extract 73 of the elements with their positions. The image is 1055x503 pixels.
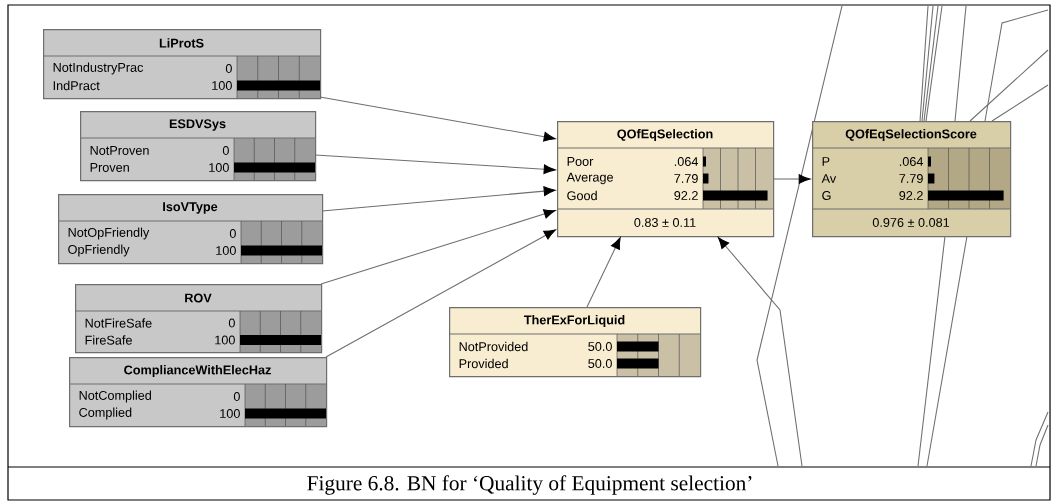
- state-value: 92.2: [674, 191, 698, 200]
- state-value: 50.0: [588, 359, 612, 368]
- state-value: 0: [229, 229, 236, 238]
- connector-line: [921, 5, 934, 122]
- arrow: [772, 174, 811, 184]
- state-name: FireSafe: [85, 335, 132, 345]
- state-name: Poor: [567, 157, 594, 166]
- state-value: 92.2: [899, 191, 923, 200]
- state-value: 0: [233, 392, 240, 401]
- arrow: [586, 237, 621, 308]
- state-name: OpFriendly: [68, 244, 130, 257]
- state-value: 7.79: [899, 174, 923, 183]
- state-name: NotOpFriendly: [68, 227, 150, 240]
- state-value: 100: [220, 409, 240, 418]
- state-value: 0: [228, 318, 235, 328]
- network-node: [79, 111, 317, 182]
- connector-line: [991, 84, 1049, 122]
- state-name: Complied: [79, 407, 132, 420]
- connector-line: [926, 235, 968, 467]
- arrow: [319, 96, 556, 142]
- connector-line: [919, 5, 929, 122]
- state-value: 100: [216, 246, 236, 255]
- state-name: NotFireSafe: [85, 318, 152, 328]
- state-value: 50.0: [588, 342, 612, 351]
- node-title: LiProtS: [159, 38, 204, 48]
- state-name: NotIndustryPrac: [53, 62, 144, 75]
- state-name: Av: [821, 174, 837, 183]
- node-title: IsoVType: [163, 202, 218, 214]
- state-name: NotProvided: [459, 341, 528, 352]
- network-node: [42, 29, 322, 100]
- arrow: [314, 154, 556, 175]
- state-name: P: [822, 157, 830, 166]
- state-name: Provided: [459, 358, 508, 369]
- state-value: 100: [212, 81, 232, 90]
- network-node: [74, 284, 323, 354]
- node-title: QOfEqSelection: [617, 129, 713, 141]
- node-title: QOfEqSelectionScore: [845, 129, 977, 141]
- arrow: [321, 186, 556, 212]
- state-value: 7.79: [674, 174, 698, 183]
- network-node: [448, 307, 702, 378]
- arrow: [717, 237, 803, 467]
- caption: Figure 6.8. BN for ‘Quality of Equipment selection’: [307, 475, 752, 495]
- connector-line: [954, 5, 967, 122]
- state-name: IndPract: [53, 80, 100, 91]
- node-title: ESDVSys: [169, 119, 226, 131]
- state-name: Proven: [90, 163, 129, 172]
- state-value: 0: [222, 146, 229, 155]
- node-title: ComplianceWithElecHaz: [124, 365, 271, 377]
- network-node: [68, 357, 328, 428]
- expected-value: 0.976 ± 0.081: [872, 218, 950, 227]
- network-node: [811, 121, 1012, 238]
- state-value: 100: [209, 163, 229, 172]
- state-value: 0: [225, 64, 232, 73]
- connector-line: [925, 5, 943, 122]
- arrow: [325, 229, 556, 358]
- connector-line: [984, 9, 1049, 122]
- connector-line: [917, 235, 946, 467]
- connector-line: [969, 49, 1049, 122]
- node-title: ROV: [185, 293, 212, 303]
- network-node: [556, 121, 775, 238]
- state-name: G: [822, 191, 831, 200]
- state-value: .064: [899, 157, 924, 166]
- state-name: Average: [566, 172, 613, 185]
- network-node: [57, 194, 324, 265]
- node-title: TherExForLiquid: [524, 315, 625, 327]
- arrow: [320, 209, 556, 285]
- connector-line: [923, 5, 939, 122]
- state-name: NotComplied: [79, 390, 151, 403]
- state-value: .064: [674, 157, 699, 166]
- state-name: Good: [567, 190, 597, 201]
- state-name: NotProven: [90, 146, 149, 155]
- state-value: 100: [215, 335, 235, 345]
- expected-value: 0.83 ± 0.11: [634, 218, 696, 227]
